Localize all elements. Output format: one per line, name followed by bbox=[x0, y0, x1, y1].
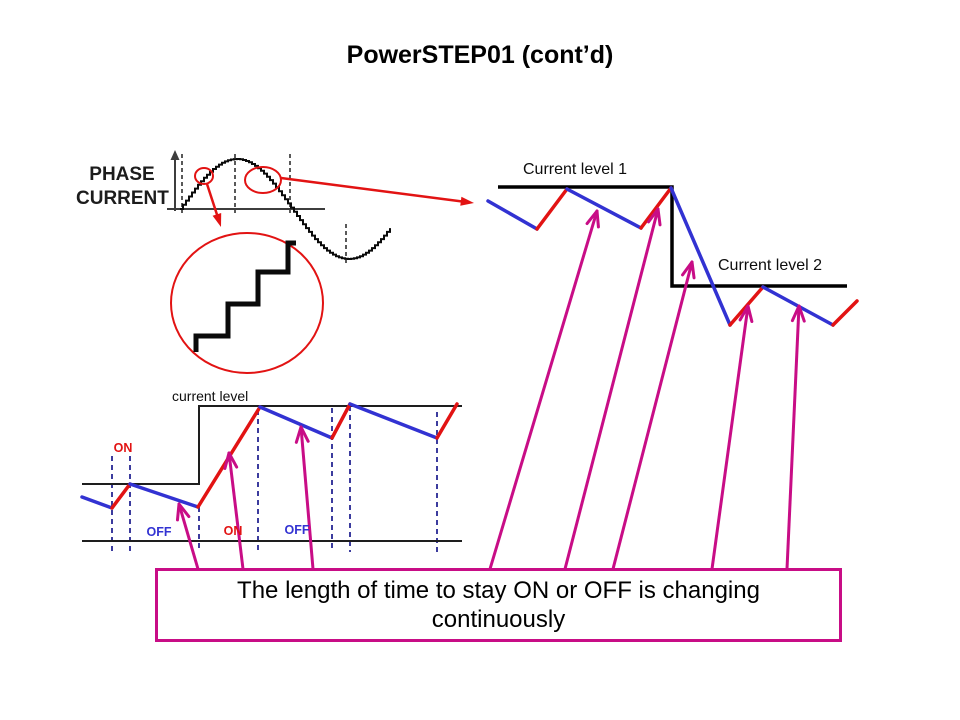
current-level-1-label: Current level 1 bbox=[523, 161, 628, 178]
annotation-arrow-head bbox=[175, 502, 181, 522]
chopper-waveform-segment-blue bbox=[258, 405, 334, 440]
right-waveform-segment-red bbox=[639, 186, 673, 230]
annotation-arrow-head bbox=[227, 451, 239, 469]
right-waveform-segment-blue bbox=[565, 187, 643, 230]
annotation-arrow-head bbox=[656, 207, 662, 227]
annotation-arrow-shaft bbox=[611, 261, 694, 570]
phase-current-label-line1: PHASE bbox=[89, 164, 155, 185]
current-level-step-line bbox=[498, 185, 847, 288]
right-waveform-segment-blue bbox=[669, 186, 732, 327]
highlight-ellipse-small bbox=[194, 167, 214, 185]
link-arrow-shaft bbox=[280, 176, 469, 204]
highlight-ellipse-big bbox=[244, 166, 282, 194]
state-label-on: ON bbox=[113, 441, 133, 455]
annotation-arrow-head bbox=[299, 425, 310, 443]
annotation-arrow-shaft bbox=[488, 210, 599, 570]
annotation-arrow-head bbox=[790, 304, 801, 323]
current-level-label: current level bbox=[172, 388, 249, 404]
chopper-level-step-line bbox=[82, 405, 462, 485]
state-label-off: OFF bbox=[284, 523, 310, 537]
annotation-arrow-head bbox=[585, 209, 599, 226]
annotation-arrow-head bbox=[738, 304, 750, 322]
annotation-arrow-shaft bbox=[563, 208, 660, 570]
phase-current-label: PHASE CURRENT bbox=[76, 163, 169, 211]
annotation-arrow-shaft bbox=[227, 452, 245, 570]
annotation-arrow-head bbox=[681, 260, 694, 277]
phase-axis-arrowhead bbox=[170, 150, 180, 160]
link-arrow-head bbox=[460, 196, 474, 206]
annotation-arrow-head bbox=[797, 304, 806, 323]
zoom-circle bbox=[170, 232, 324, 374]
annotation-arrow-shaft bbox=[785, 305, 801, 570]
chopper-waveform-segment-red bbox=[435, 402, 459, 440]
annotation-arrow-head bbox=[647, 207, 660, 224]
zoom-arrow-head bbox=[212, 213, 222, 227]
chopper-waveform-segment-blue bbox=[348, 402, 439, 440]
annotation-arrow-head bbox=[294, 425, 303, 444]
state-label-on: ON bbox=[223, 524, 243, 538]
page-title: PowerSTEP01 (cont’d) bbox=[346, 41, 614, 69]
chopper-waveform-segment-blue bbox=[80, 495, 114, 510]
annotation-arrow-shaft bbox=[299, 426, 315, 570]
callout-box: The length of time to stay ON or OFF is … bbox=[155, 568, 842, 642]
state-label-off: OFF bbox=[146, 525, 172, 539]
phase-current-label-line2: CURRENT bbox=[76, 188, 169, 209]
callout-text-line2: continuously bbox=[431, 606, 566, 633]
annotation-arrow-head bbox=[690, 260, 696, 280]
annotation-arrow-shaft bbox=[710, 305, 750, 570]
right-waveform-segment-red bbox=[831, 299, 859, 327]
current-level-2-label: Current level 2 bbox=[718, 257, 823, 274]
annotation-arrow-shaft bbox=[177, 503, 200, 570]
chopper-waveform-segment-blue bbox=[128, 482, 200, 509]
callout-text-line1: The length of time to stay ON or OFF is … bbox=[237, 577, 760, 604]
right-waveform-segment-blue bbox=[486, 199, 539, 231]
annotation-arrow-head bbox=[223, 451, 231, 470]
right-waveform-segment-red bbox=[535, 187, 569, 231]
chopper-waveform-segment-red bbox=[330, 402, 352, 440]
annotation-arrow-head bbox=[177, 502, 191, 519]
annotation-arrow-head bbox=[595, 209, 600, 229]
phase-sine-stepped-wave bbox=[180, 158, 391, 260]
annotation-arrow-head bbox=[746, 304, 754, 324]
chopper-waveform-segment-red bbox=[110, 482, 132, 510]
microstep-staircase bbox=[193, 240, 296, 352]
